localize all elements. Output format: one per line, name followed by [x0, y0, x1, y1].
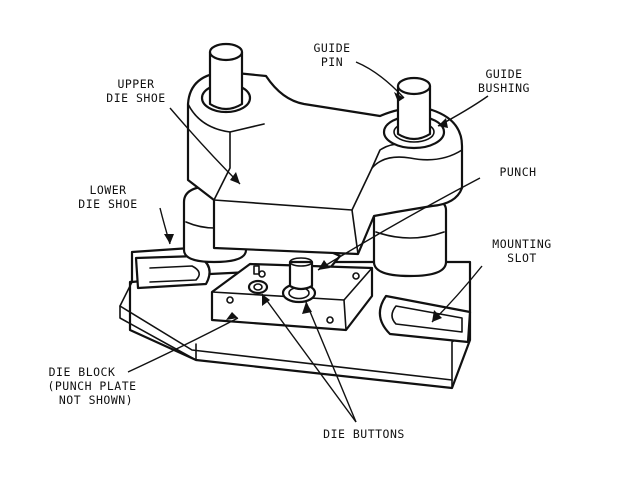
label-guide-bushing: GUIDE BUSHING [478, 67, 530, 95]
label-die-block-line3: NOT SHOWN) [59, 393, 133, 407]
leader-arrows [164, 92, 448, 322]
leader-die-block [127, 317, 239, 373]
arrowhead [318, 260, 330, 270]
label-die-buttons: DIE BUTTONS [323, 427, 405, 441]
label-mounting-slot-line1: MOUNTING [492, 237, 551, 251]
label-punch-line1: PUNCH [499, 165, 536, 179]
label-lower-die-shoe-line1: LOWER [89, 183, 126, 197]
arrowhead [226, 312, 238, 320]
guide-pin-left [200, 42, 252, 114]
leader-guide-pin [355, 61, 405, 99]
label-upper-die-shoe-line1: UPPER [117, 77, 154, 91]
punch [288, 257, 314, 291]
label-upper-die-shoe-line2: DIE SHOE [106, 91, 165, 105]
arrowhead [302, 302, 312, 314]
arrowhead [230, 172, 240, 184]
arrowhead [262, 294, 270, 306]
label-upper-die-shoe: UPPER DIE SHOE [106, 77, 165, 105]
label-mounting-slot: MOUNTING SLOT [492, 237, 551, 265]
label-guide-bushing-line2: BUSHING [478, 81, 530, 95]
arrowhead [438, 118, 448, 128]
label-guide-pin-line2: PIN [321, 55, 343, 69]
label-die-block-line2: (PUNCH PLATE [47, 379, 136, 393]
label-lower-die-shoe-line2: DIE SHOE [78, 197, 137, 211]
leader-die-button-large [305, 301, 357, 423]
label-punch: PUNCH [499, 165, 536, 179]
label-guide-pin: GUIDE PIN [313, 41, 350, 69]
mounting-slot-right [378, 294, 472, 344]
leader-die-button-small [261, 293, 357, 423]
label-die-block: DIE BLOCK (PUNCH PLATE NOT SHOWN) [47, 365, 136, 407]
label-die-buttons-line1: DIE BUTTONS [323, 427, 405, 441]
label-guide-bushing-line1: GUIDE [485, 67, 522, 81]
arrowhead [394, 92, 404, 102]
label-lower-die-shoe: LOWER DIE SHOE [78, 183, 137, 211]
label-die-block-line1: DIE BLOCK [49, 365, 116, 379]
leader-punch [317, 177, 481, 271]
arrowhead [432, 310, 442, 322]
arrowhead [164, 234, 174, 244]
guide-pin-right [382, 76, 446, 150]
label-guide-pin-line1: GUIDE [313, 41, 350, 55]
label-mounting-slot-line2: SLOT [507, 251, 537, 265]
